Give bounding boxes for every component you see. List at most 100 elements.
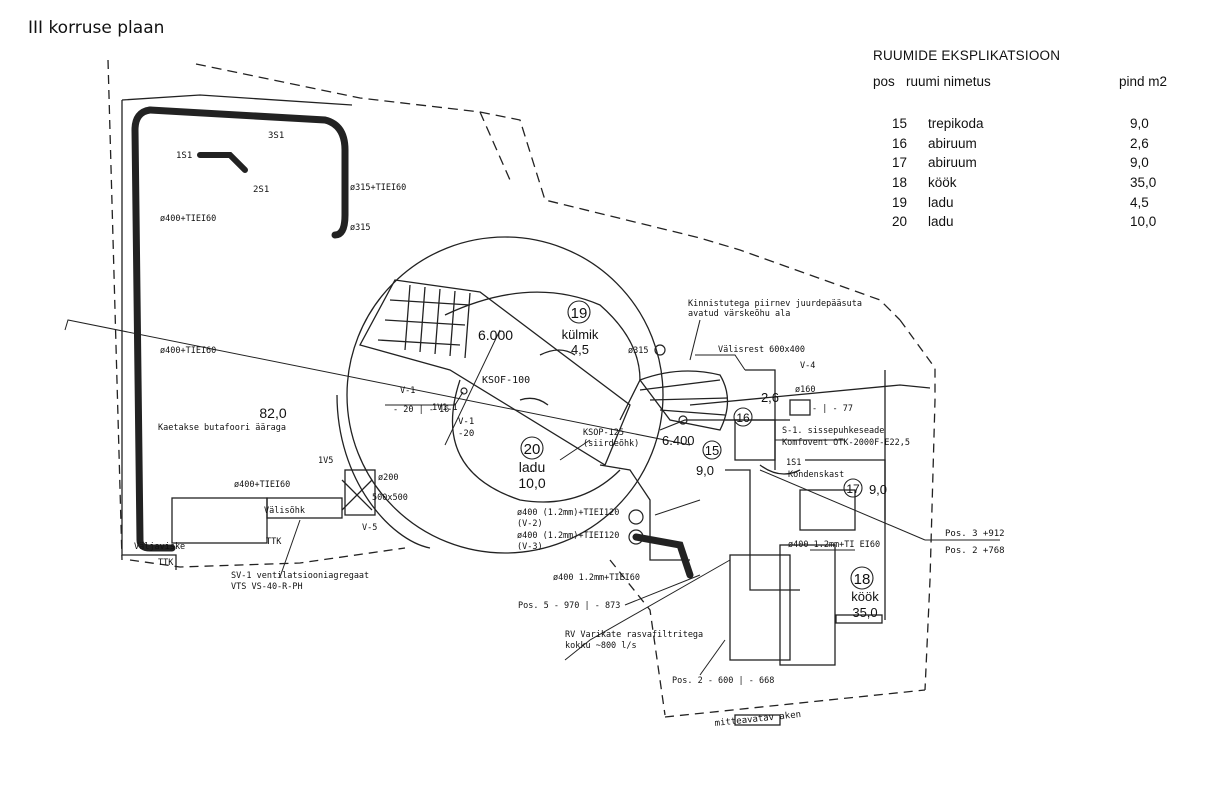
section-line-1 xyxy=(64,319,691,446)
label-mitteavatav-aken: mitteavatav aken xyxy=(714,710,801,729)
label-kondenskast: Kondenskast xyxy=(788,470,844,480)
room-19-number: 19 xyxy=(571,305,588,322)
south-east-wall xyxy=(664,689,926,718)
label-level-20-16: - 20 | - 16 xyxy=(393,405,449,415)
label-level-77: - | - 77 xyxy=(812,404,853,414)
ahu-duct xyxy=(266,497,343,519)
south-wall xyxy=(129,547,406,568)
label-v1: V-1 xyxy=(400,386,415,396)
west-inner-wall xyxy=(121,100,177,570)
kitchen-bench xyxy=(835,614,883,624)
legend-room-area: 4,5 xyxy=(1130,195,1149,210)
section-line-2 xyxy=(759,469,926,541)
stair-treads xyxy=(377,299,471,346)
label-2s1: 2S1 xyxy=(253,185,269,195)
spiral-stair-treads xyxy=(639,379,729,416)
kinnistu-leader xyxy=(689,319,701,361)
label-kinnistu-1: Kinnistutega piirnev juurdepääsuta xyxy=(688,299,862,309)
legend-room-name: ladu xyxy=(928,214,954,229)
label-s1-unit: S-1. sissepuhkeseade xyxy=(782,426,884,436)
valve-node xyxy=(460,387,468,395)
room-17-circle xyxy=(843,478,863,498)
label-valjaviske: Väljaviske xyxy=(134,542,185,552)
legend-room-area: 10,0 xyxy=(1130,214,1157,229)
legend-row: 16 abiruum 2,6 xyxy=(873,136,1173,156)
legend-row: 19 ladu 4,5 xyxy=(873,195,1173,215)
legend-pos: 20 xyxy=(892,214,908,229)
legend-row: 18 köök 35,0 xyxy=(873,175,1173,195)
technical-annotations: 1S1 2S1 3S1 ø315+TIEI60 ø315 ø400+TIEI60… xyxy=(134,131,1005,729)
duct-riser-1 xyxy=(628,509,644,525)
room-18-number: 18 xyxy=(854,571,871,588)
east-outer-wall xyxy=(899,319,936,691)
legend-header-area: pind m2 xyxy=(1119,74,1168,89)
corridor-wall xyxy=(689,384,931,406)
label-vts: VTS VS-40-R-PH xyxy=(231,582,303,592)
room-20-number: 20 xyxy=(524,441,541,458)
north-outer-wall xyxy=(195,63,511,181)
label-d400-b: ø400+TIEI60 xyxy=(160,346,216,356)
sv1-leader xyxy=(279,519,301,578)
room-18-area: 35,0 xyxy=(852,605,877,620)
west-outer-wall xyxy=(107,59,123,561)
room-20-circle xyxy=(520,436,544,460)
label-d315-riser: ø315 xyxy=(628,346,648,356)
door-swing-3 xyxy=(759,464,801,475)
label-pos2: Pos. 2 +768 xyxy=(945,546,1005,556)
label-500x500: 500x500 xyxy=(372,493,408,503)
label-kinnistu-2: avatud värskeõhu ala xyxy=(688,309,790,319)
room-19-circle xyxy=(567,300,591,324)
circular-room-arc xyxy=(336,394,431,549)
label-d400-tiei60: ø400 1.2mm+TI EI60 xyxy=(788,540,880,550)
walls xyxy=(107,59,936,726)
label-1v5: 1V5 xyxy=(318,456,333,466)
rv-leader xyxy=(564,559,731,661)
page-title: III korruse plaan xyxy=(28,18,165,38)
legend-room-area: 2,6 xyxy=(1130,136,1149,151)
room17-wall xyxy=(805,459,886,520)
kitchen-hood xyxy=(729,554,791,661)
label-d400-tie60-b: ø400 1.2mm+TIEI60 xyxy=(553,573,640,583)
label-valisohk: Välisõhk xyxy=(264,506,305,516)
label-3s1: 3S1 xyxy=(268,131,284,141)
label-v3: (V-3) xyxy=(517,542,543,552)
stair-wall xyxy=(599,464,690,561)
damper-cross xyxy=(341,479,373,511)
legend-row: 20 ladu 10,0 xyxy=(873,214,1173,234)
label-v1-box-level: -20 xyxy=(458,429,474,439)
duct-node xyxy=(678,415,688,425)
legend-title: RUUMIDE EKSPLIKATSIOON xyxy=(873,48,1061,63)
room19-boundary xyxy=(444,291,641,421)
room-19-name: külmik xyxy=(562,327,599,342)
legend-room-name: ladu xyxy=(928,195,954,210)
duct-1s1 xyxy=(197,152,248,173)
label-sv1: SV-1 ventilatsiooniagregaat xyxy=(231,571,369,581)
label-ksof: KSOF-100 xyxy=(482,375,530,386)
door-swing-1 xyxy=(539,349,576,356)
height-6000: 6.000 xyxy=(478,327,513,343)
label-siirdeohk: (siirdeõhk) xyxy=(583,439,639,449)
label-1s1: 1S1 xyxy=(176,151,192,161)
label-rv-1: RV Varikate rasvafiltritega xyxy=(565,630,703,640)
label-d400-12-b: ø400 (1.2mm)+TIEI120 xyxy=(517,531,619,541)
label-1s1-kitchen: 1S1 xyxy=(786,458,801,468)
label-d315-tie: ø315+TIEI60 xyxy=(350,183,406,193)
room-20-area: 10,0 xyxy=(518,475,545,491)
label-komfovent: Komfovent OTK-2000F-E22,5 xyxy=(782,438,910,448)
legend-room-name: köök xyxy=(928,175,957,190)
duct-kitchen xyxy=(632,533,694,579)
ahu-unit xyxy=(171,497,268,544)
label-v1-box: V-1 xyxy=(458,417,474,427)
stair-treads-vertical xyxy=(404,284,471,359)
legend-row: 15 trepikoda 9,0 xyxy=(873,116,1173,136)
legend-room-name: trepikoda xyxy=(928,116,984,131)
valisrest-leader xyxy=(695,354,746,371)
duct-north xyxy=(146,106,349,239)
legend-pos: 18 xyxy=(892,175,908,190)
duct-315 xyxy=(654,344,666,356)
legend-pos: 15 xyxy=(892,116,908,131)
legend-pos: 19 xyxy=(892,195,908,210)
room-18-name: köök xyxy=(851,589,879,604)
riser-leader xyxy=(654,499,701,516)
